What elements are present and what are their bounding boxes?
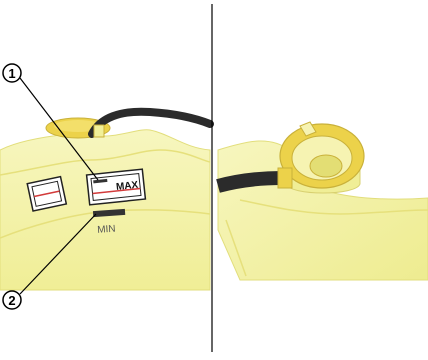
reservoir-body-left — [0, 130, 210, 290]
max-text: MAX — [115, 180, 139, 193]
min-text: MIN — [97, 224, 116, 236]
hose-right-icon — [218, 178, 282, 186]
hose-clamp-left — [94, 125, 104, 137]
callout-2-text: 2 — [8, 293, 15, 308]
max-label: MAX — [87, 169, 146, 205]
neck-opening — [310, 155, 342, 177]
small-label-left — [27, 177, 66, 211]
left-panel: MAX MIN 1 2 — [0, 64, 210, 309]
callout-1-text: 1 — [8, 66, 15, 81]
right-panel — [218, 122, 428, 280]
hose-collar-right — [278, 168, 292, 188]
